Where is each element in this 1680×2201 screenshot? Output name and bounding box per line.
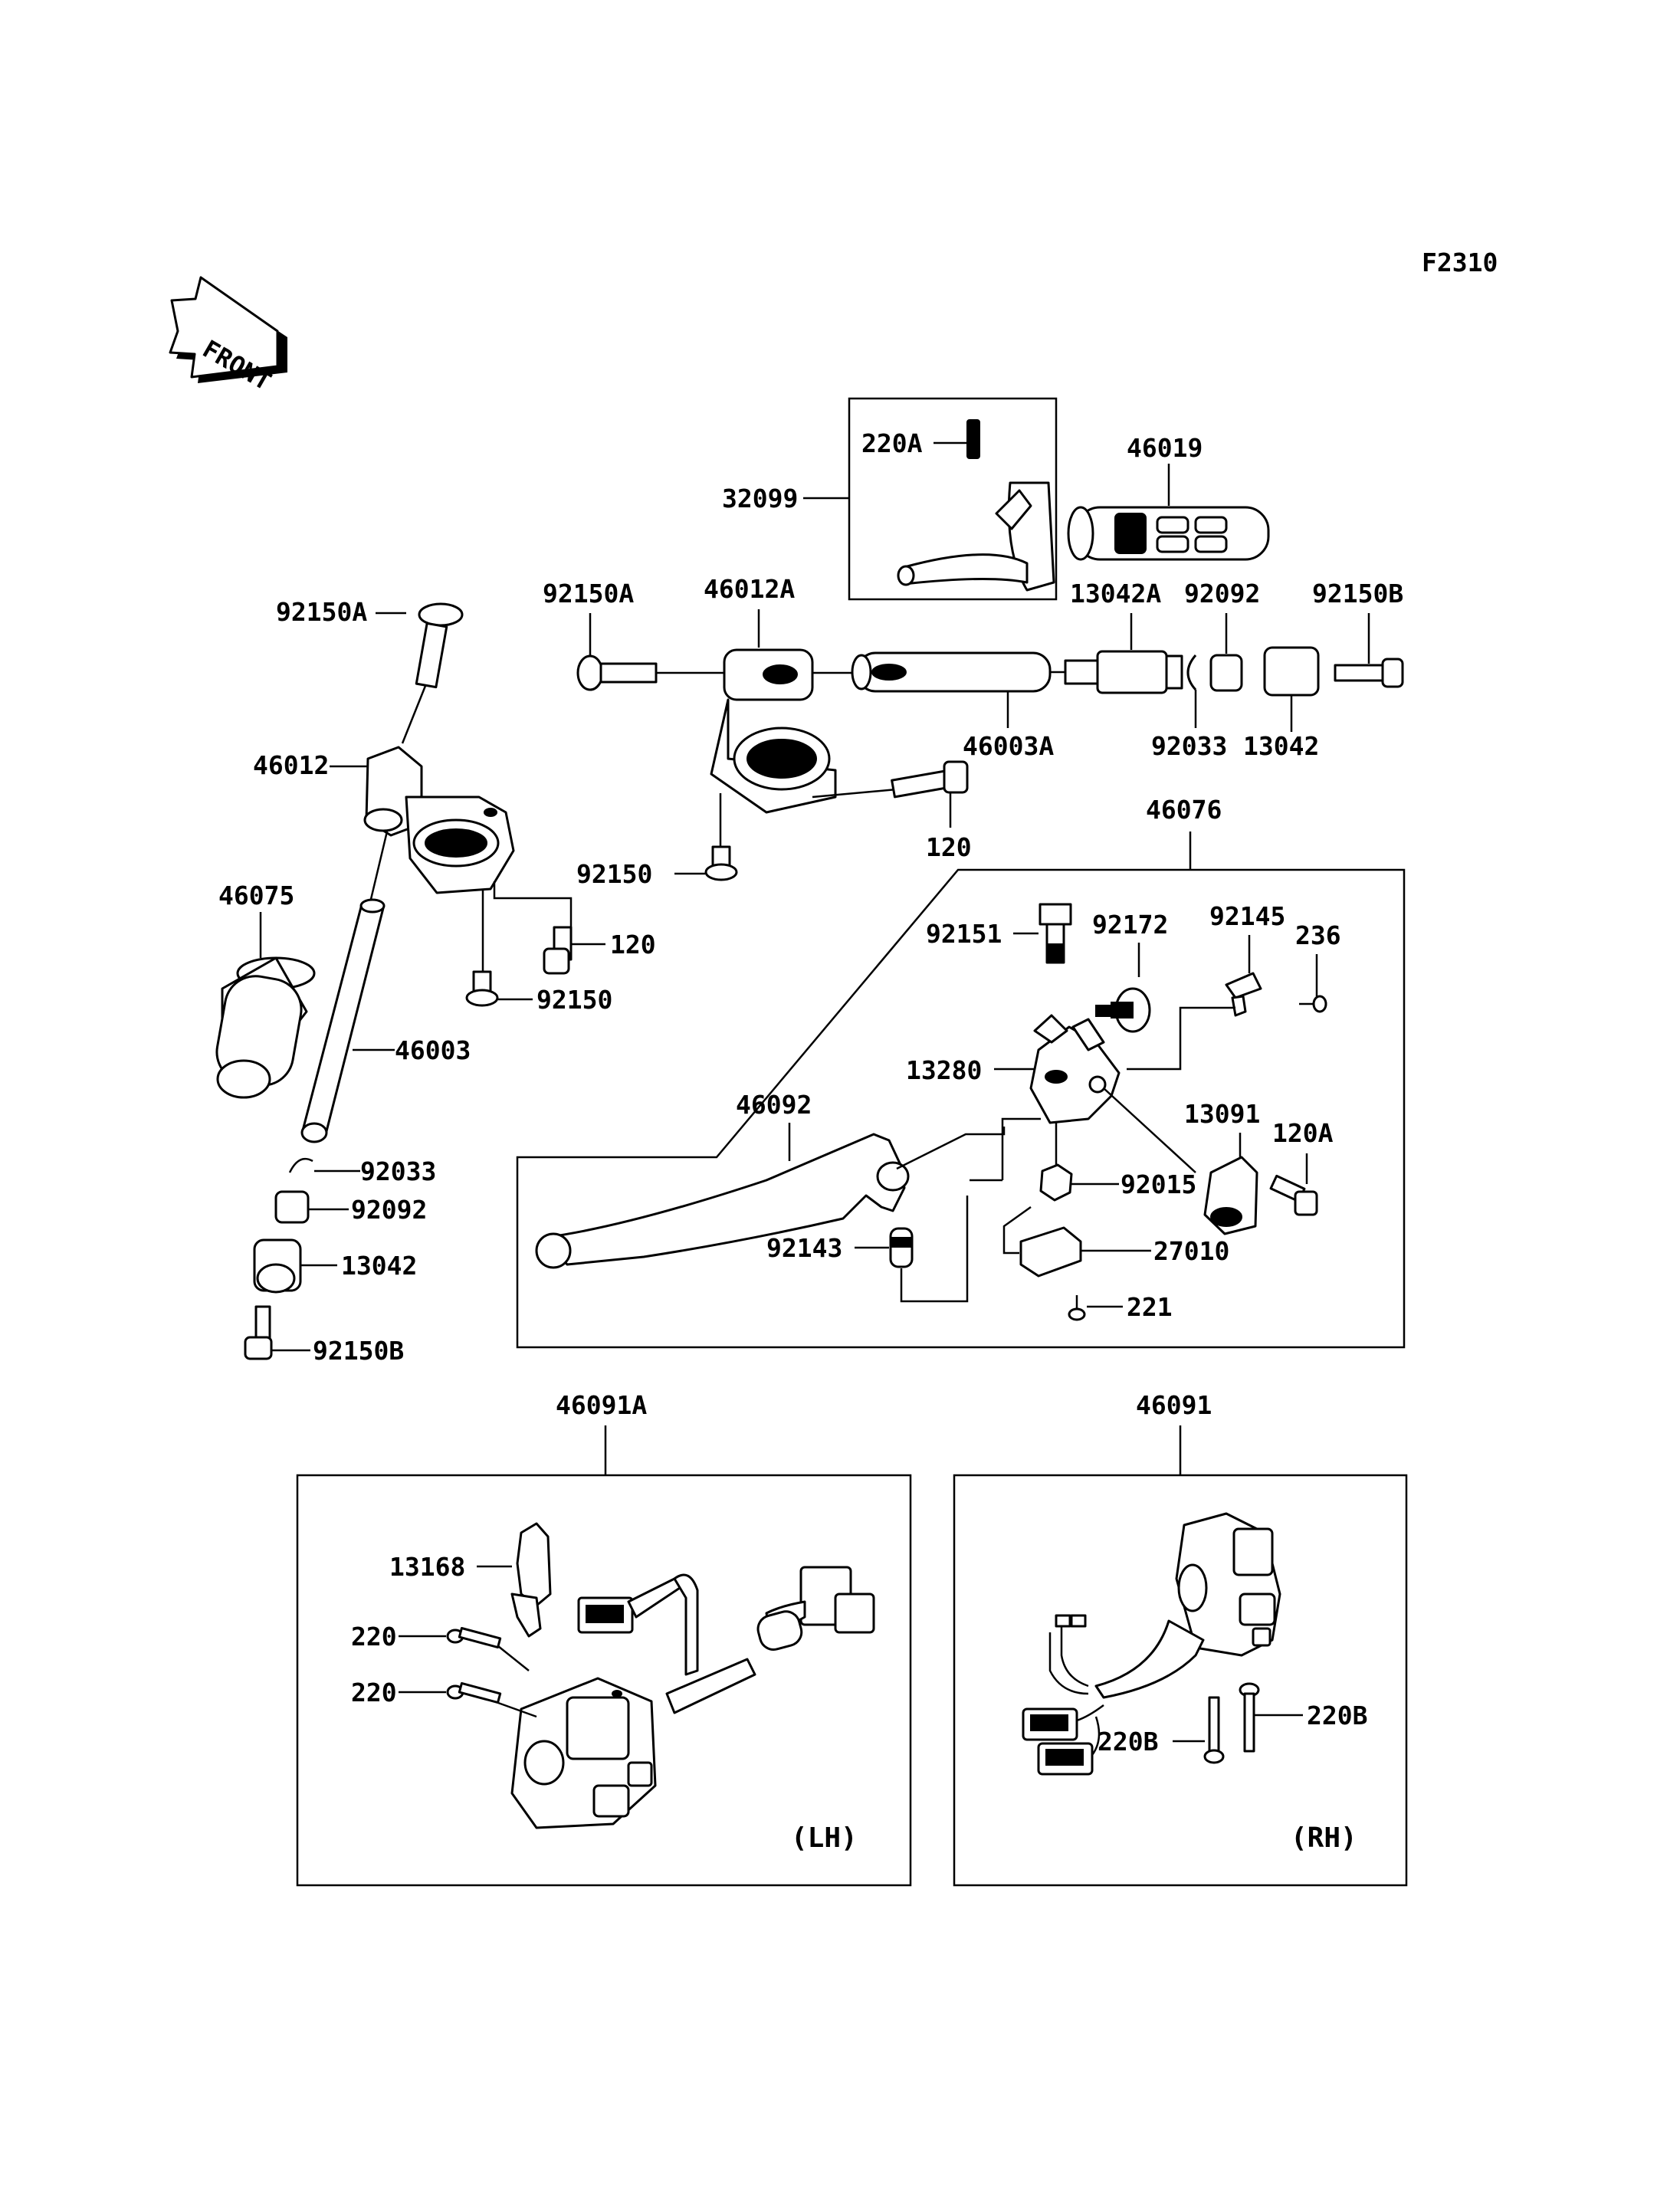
- throttle-pulley-drawing: [897, 419, 1055, 592]
- end-weight-13042-left-drawing: [253, 1238, 302, 1294]
- label-rh: (RH): [1291, 1822, 1357, 1854]
- label-46091A: 46091A: [556, 1390, 647, 1420]
- label-27010: 27010: [1153, 1236, 1229, 1266]
- label-92033-top: 92033: [1151, 731, 1227, 761]
- figure-code: F2310: [1422, 248, 1498, 277]
- screw-220B-b-drawing: [1239, 1682, 1260, 1753]
- clamp-13091-drawing: [1203, 1156, 1258, 1235]
- label-220-b: 220: [351, 1678, 397, 1707]
- spring-92145-drawing: [1225, 972, 1262, 1017]
- label-220B-a: 220B: [1098, 1727, 1158, 1757]
- nut-92015-drawing: [1039, 1163, 1073, 1202]
- label-32099: 32099: [722, 484, 798, 513]
- bar-46003A-drawing: [851, 651, 1052, 693]
- lever-holder-13280-drawing: [1029, 1014, 1121, 1124]
- pivot-bolt-92151-drawing: [1039, 903, 1072, 964]
- label-92092-left: 92092: [351, 1195, 427, 1225]
- label-120-mid: 120: [926, 832, 972, 862]
- bolt-92150B-left-drawing: [244, 1305, 273, 1360]
- label-13280: 13280: [906, 1055, 982, 1085]
- label-92015: 92015: [1121, 1169, 1196, 1199]
- label-236: 236: [1295, 920, 1341, 950]
- label-92172: 92172: [1092, 910, 1168, 940]
- screw-221-drawing: [1068, 1295, 1086, 1321]
- collar-92092-top-drawing: [1209, 654, 1243, 692]
- ring-92033-left-drawing: [288, 1157, 313, 1173]
- label-92150A-left: 92150A: [276, 597, 367, 627]
- screw-220B-a-drawing: [1203, 1696, 1225, 1764]
- bolt-92150A-left-drawing: [415, 602, 464, 689]
- label-120-left: 120: [610, 930, 656, 959]
- label-92092-top: 92092: [1184, 579, 1260, 608]
- label-92145: 92145: [1209, 901, 1285, 931]
- clamp-46012-drawing: [363, 746, 515, 894]
- label-92143: 92143: [766, 1233, 842, 1263]
- clamp-46012A-drawing: [710, 648, 837, 814]
- bar-46003-drawing: [300, 898, 386, 1143]
- bolt-120-left-drawing: [543, 926, 573, 975]
- throttle-grip-drawing: [1067, 506, 1270, 561]
- grip-46075-drawing: [215, 956, 316, 1099]
- bolt-92150-mid-drawing: [704, 845, 738, 881]
- bolt-120A-drawing: [1269, 1174, 1318, 1216]
- label-92150-left: 92150: [536, 985, 612, 1015]
- screw-220-b-drawing: [446, 1681, 502, 1704]
- rh-switch-housing-drawing: [1022, 1512, 1281, 1776]
- screw-236-drawing: [1299, 995, 1327, 1013]
- label-221: 221: [1127, 1292, 1173, 1322]
- bolt-92150-left-drawing: [465, 970, 499, 1007]
- label-220B-b: 220B: [1307, 1701, 1367, 1730]
- collar-92092-left-drawing: [274, 1190, 310, 1224]
- adjuster-92172-drawing: [1095, 987, 1151, 1033]
- label-13168: 13168: [389, 1552, 465, 1582]
- label-46091: 46091: [1136, 1390, 1212, 1420]
- label-92150A-top: 92150A: [543, 579, 634, 608]
- label-220-a: 220: [351, 1622, 397, 1652]
- label-120A: 120A: [1272, 1118, 1334, 1148]
- label-13042A: 13042A: [1070, 579, 1161, 608]
- clutch-lever-46092-drawing: [535, 1133, 910, 1269]
- switch-27010-drawing: [1019, 1226, 1082, 1278]
- weight-13042A-drawing: [1064, 650, 1183, 694]
- label-13091: 13091: [1184, 1099, 1260, 1129]
- lever-13168-drawing: [510, 1522, 552, 1638]
- label-220A: 220A: [861, 428, 923, 458]
- label-13042-top: 13042: [1243, 731, 1319, 761]
- front-arrow-icon: FRONT: [169, 276, 287, 396]
- label-46076: 46076: [1146, 795, 1222, 825]
- lh-switch-housing-drawing: [510, 1566, 875, 1829]
- label-46019: 46019: [1127, 433, 1203, 463]
- end-weight-13042-top-drawing: [1263, 646, 1320, 697]
- lh-switch-box: [296, 1474, 912, 1887]
- label-92151: 92151: [926, 919, 1002, 949]
- bolt-120-mid-drawing: [891, 760, 969, 799]
- label-46012: 46012: [253, 750, 329, 780]
- label-92150B-left: 92150B: [313, 1336, 404, 1366]
- label-92150B-top: 92150B: [1312, 579, 1403, 608]
- bolt-92150B-top-drawing: [1334, 658, 1404, 688]
- label-46003A: 46003A: [963, 731, 1054, 761]
- label-92033-left: 92033: [360, 1156, 436, 1186]
- rh-switch-box: [953, 1474, 1408, 1887]
- collar-92143-drawing: [889, 1227, 914, 1268]
- label-13042-left: 13042: [341, 1251, 417, 1281]
- screw-220-a-drawing: [446, 1626, 502, 1649]
- label-46075: 46075: [218, 881, 294, 910]
- bolt-92150A-top-drawing: [576, 654, 658, 691]
- label-46092: 46092: [736, 1090, 812, 1120]
- label-46012A: 46012A: [704, 574, 795, 604]
- label-92150-mid: 92150: [576, 859, 652, 889]
- label-46003: 46003: [395, 1035, 471, 1065]
- label-lh: (LH): [791, 1822, 858, 1854]
- clutch-lever-box: [516, 868, 1406, 1349]
